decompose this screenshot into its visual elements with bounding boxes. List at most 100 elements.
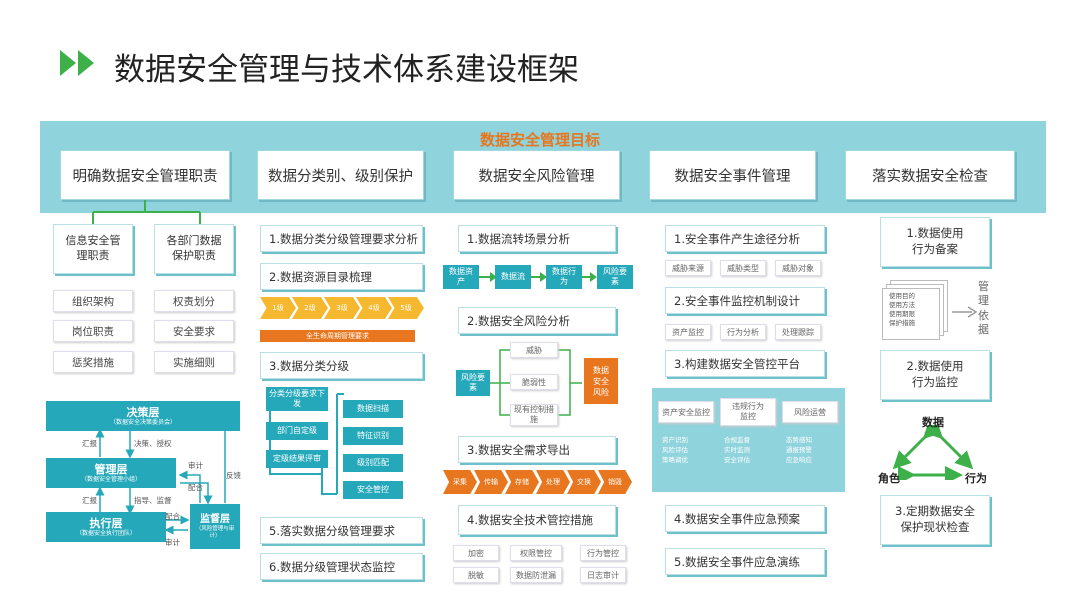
- flow-left-step: 部门自定级: [266, 422, 328, 440]
- flow-right-step: 特征识别: [343, 427, 403, 445]
- classification-flow-lines: [269, 393, 344, 495]
- org-management: 管理层 （数据安全管理小组）: [46, 458, 176, 488]
- platform-item: 风险评估: [662, 446, 688, 454]
- level-chevron: 2级: [292, 297, 328, 319]
- platform-module: 违规行为监控: [720, 398, 776, 426]
- platform-item: 策略调优: [662, 456, 688, 464]
- org-management-title: 管理层: [94, 462, 128, 476]
- org-execution-subtitle: （数据安全执行团队）: [75, 530, 136, 537]
- incident-source-tag: 威胁来源: [665, 260, 711, 276]
- goal-label: 数据安全管理目标: [479, 131, 600, 149]
- org-label: 决策、授权: [134, 439, 172, 448]
- flow-left-step: 定级结果评审: [266, 450, 328, 468]
- document-line: 保护措施: [889, 319, 915, 327]
- lifecycle-chevron: 存储: [505, 470, 539, 494]
- lifecycle-chevron: 交换: [567, 470, 601, 494]
- classification-step-1: 1.数据分类分级管理要求分析: [260, 225, 423, 252]
- incident-step-5: 5.数据安全事件应急演练: [665, 548, 825, 575]
- level-chevron: 3级: [324, 297, 360, 319]
- risk-output: 数据安全风险: [584, 358, 618, 404]
- risk-flow-node: 数据行为: [546, 265, 582, 289]
- data-role-behavior-triangle: [892, 425, 974, 480]
- platform-item: 实时监测: [724, 446, 750, 454]
- triangle-node-data: 数据: [922, 416, 944, 429]
- classification-step-3: 3.数据分类分级: [260, 352, 423, 379]
- duty-item: 组织架构: [53, 290, 133, 312]
- tech-control-tag: 权限管控: [510, 545, 562, 561]
- lifecycle-bar: 全生命周期管理要求: [260, 330, 415, 342]
- document-stack-icon: 使用目的 使用方法 使用期限 保护措施: [882, 280, 952, 342]
- column-header-incident: 数据安全事件管理: [649, 150, 816, 200]
- platform-module-list: 资产识别 风险评估 策略调优: [662, 434, 718, 464]
- risk-factor: 威胁: [510, 342, 558, 358]
- org-decision-title: 决策层: [126, 405, 160, 419]
- org-label: 审计: [188, 461, 203, 470]
- triangle-node-behavior: 行为: [965, 472, 987, 485]
- incident-source-tag: 威胁对象: [775, 260, 821, 276]
- flow-right-step: 级别匹配: [343, 454, 403, 472]
- org-management-subtitle: （数据安全管理小组）: [80, 476, 141, 483]
- org-decision: 决策层 （数据安全决策委员会）: [46, 401, 240, 431]
- org-label: 配合: [165, 512, 180, 521]
- risk-step-3: 3.数据安全需求导出: [458, 436, 616, 463]
- duty-item: 安全要求: [154, 320, 234, 342]
- risk-step-2: 2.数据安全风险分析: [458, 307, 616, 334]
- duty-item: 实施细则: [154, 351, 234, 373]
- platform-module: 资产安全监控: [658, 401, 714, 423]
- inspection-step-2: 2.数据使用行为监控: [880, 350, 990, 400]
- column-header-inspection: 落实数据安全检查: [845, 150, 1015, 200]
- play-arrow-icon: [60, 50, 76, 76]
- platform-module: 风险运营: [782, 401, 838, 423]
- tech-control-tag: 加密: [453, 545, 499, 561]
- document-line: 使用目的: [889, 292, 915, 300]
- document-page: 使用目的 使用方法 使用期限 保护措施: [882, 288, 940, 340]
- column-header-duty: 明确数据安全管理职责: [60, 150, 230, 200]
- incident-step-2: 2.安全事件监控机制设计: [665, 287, 825, 314]
- org-label: 配合: [188, 483, 203, 492]
- column-header-risk: 数据安全风险管理: [453, 150, 620, 200]
- risk-input: 风险要素: [456, 370, 490, 396]
- classification-step-6: 6.数据分级管理状态监控: [260, 553, 423, 580]
- org-label: 审计: [165, 538, 180, 547]
- duty-item: 惩奖措施: [53, 351, 133, 373]
- classification-step-5: 5.落实数据分级管理要求: [260, 517, 423, 544]
- org-decision-subtitle: （数据安全决策委员会）: [109, 419, 176, 426]
- inspection-step-1: 1.数据使用行为备案: [880, 217, 990, 267]
- lifecycle-chevron: 采集: [443, 470, 477, 494]
- document-line: 使用期限: [889, 310, 915, 318]
- tech-control-tag: 行为管控: [580, 545, 626, 561]
- risk-flow-node: 数据资产: [443, 265, 479, 289]
- org-supervision: 监督层 （风险管理与审计）: [190, 504, 240, 549]
- duty-departments: 各部门数据保护职责: [154, 224, 234, 274]
- org-execution: 执行层 （数据安全执行团队）: [46, 512, 166, 542]
- level-chevron: 1级: [260, 297, 296, 319]
- inspection-step-3: 3.定期数据安全保护现状检查: [880, 495, 990, 545]
- lifecycle-chevron: 传输: [474, 470, 508, 494]
- lifecycle-chevron: 销毁: [598, 470, 632, 494]
- risk-step-4: 4.数据安全技术管控措施: [458, 505, 616, 535]
- org-label: 汇报: [82, 439, 97, 448]
- title-arrows: [60, 49, 100, 77]
- incident-step-1: 1.安全事件产生途径分析: [665, 225, 825, 252]
- page-title: 数据安全管理与技术体系建设框架: [114, 52, 579, 88]
- document-line: 使用方法: [889, 301, 915, 309]
- risk-step-1: 1.数据流转场景分析: [458, 225, 616, 252]
- platform-item: 应急响应: [786, 456, 812, 464]
- tech-control-tag: 脱敏: [453, 567, 499, 583]
- org-label: 反馈: [226, 471, 241, 480]
- org-label: 指导、监督: [134, 496, 172, 505]
- risk-flow-node: 风险要素: [597, 265, 633, 289]
- risk-factor: 现有控制措施: [510, 404, 558, 426]
- platform-item: 资产识别: [662, 436, 688, 444]
- basis-arrow-icon: [952, 306, 978, 318]
- risk-analysis-lines: [490, 349, 582, 416]
- incident-monitor-tag: 处理跟踪: [775, 324, 821, 340]
- flow-right-step: 安全管控: [343, 481, 403, 499]
- platform-item: 安全评估: [724, 456, 750, 464]
- platform-item: 态势感知: [786, 436, 812, 444]
- risk-factor: 脆弱性: [510, 374, 558, 390]
- platform-module-list: 态势感知 通报预警 应急响应: [786, 434, 842, 464]
- incident-monitor-tag: 行为分析: [720, 324, 766, 340]
- incident-step-4: 4.数据安全事件应急预案: [665, 505, 825, 532]
- flow-left-step: 分类分级要求下发: [266, 387, 328, 411]
